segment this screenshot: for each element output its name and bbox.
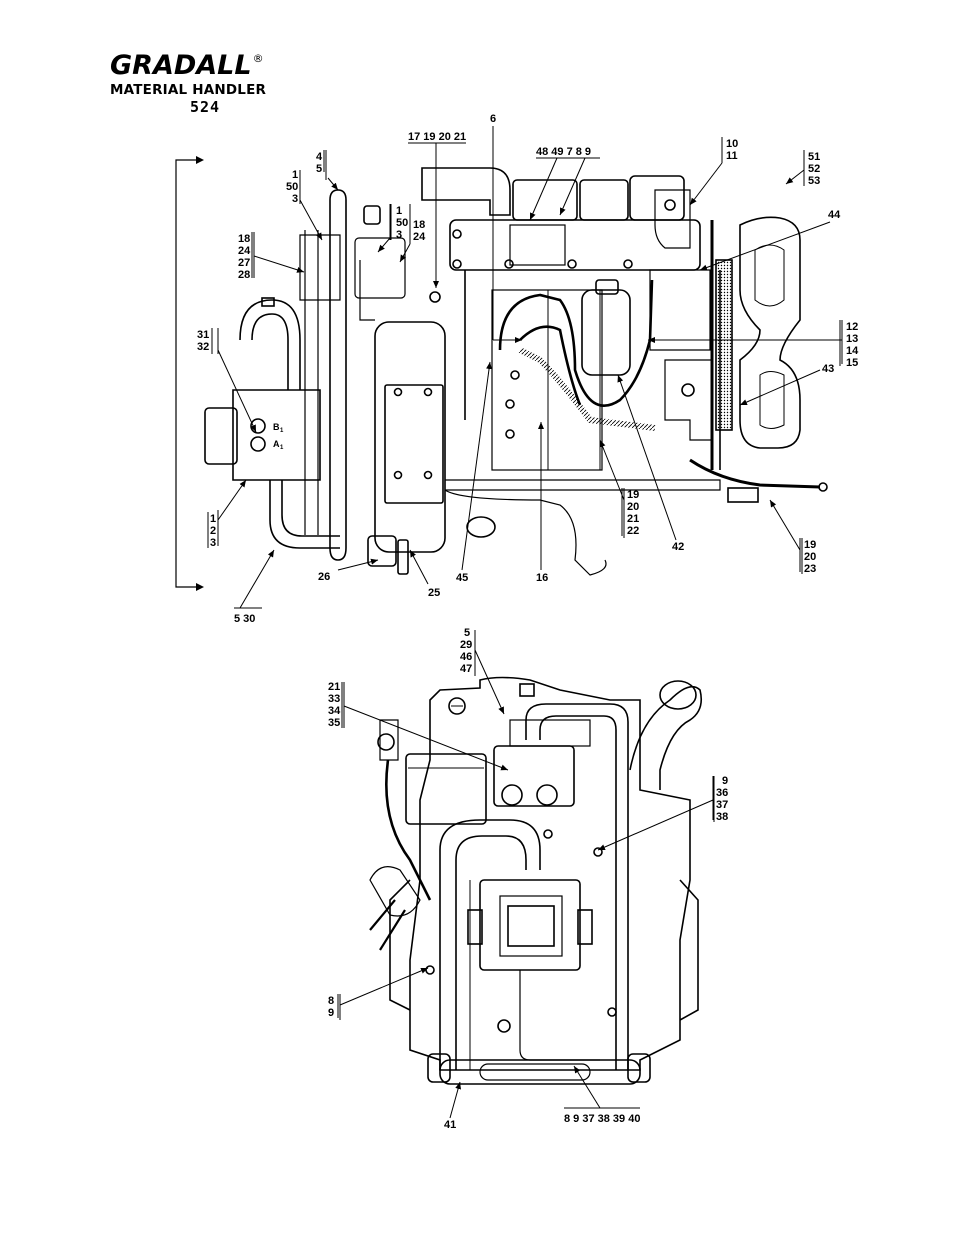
callout-19-22-d: 22 [627,525,639,537]
callout-4-5-b: 5 [316,163,322,175]
callout-9-36-37-38-c: 37 [716,799,728,811]
callout-12-15-a: 12 [846,321,858,333]
callout-18-24-27-28-b: 24 [238,245,251,257]
callout-6: 6 [490,113,496,125]
callout-10-11-b: 11 [726,150,738,162]
callout-1-50-3-right-a: 1 [396,205,402,217]
callout-5-29-46-47-a: 5 [464,627,470,639]
callout-8-9-a: 8 [328,995,334,1007]
callout-26: 26 [318,571,330,583]
callout-31-32-b: 32 [197,341,209,353]
front-view-leaders [340,630,713,1118]
callout-17-19-20-21: 17 19 20 21 [408,131,466,143]
callout-16: 16 [536,572,548,584]
callout-48-49-7-8-9: 48 49 7 8 9 [536,146,591,158]
callout-12-15-c: 14 [846,345,859,357]
callout-8-9-37-38-39-40: 8 9 37 38 39 40 [564,1113,640,1125]
callout-42: 42 [672,541,684,553]
callout-31-32-a: 31 [197,329,209,341]
callout-19-22-a: 19 [627,489,639,501]
port-label-a-sub: 1 [280,445,284,451]
callout-9-36-37-38-b: 36 [716,787,728,799]
callout-45: 45 [456,572,468,584]
side-view [176,156,827,591]
callout-1-2-3-b: 2 [210,525,216,537]
callout-5-29-46-47-c: 46 [460,651,472,663]
callout-9-36-37-38-d: 38 [716,811,728,823]
callout-19-20-23-c: 23 [804,563,816,575]
callout-19-22-b: 20 [627,501,639,513]
callout-43: 43 [822,363,834,375]
callout-12-15-d: 15 [846,357,858,369]
callout-1-50-3-left-b: 50 [286,181,298,193]
callout-4-5-a: 4 [316,151,323,163]
callout-18-24-right-b: 24 [413,231,426,243]
callout-21-33-34-35-c: 34 [328,705,341,717]
callout-18-24-27-28-a: 18 [238,233,250,245]
callout-9-36-37-38-a: 9 [722,775,728,787]
callout-25: 25 [428,587,440,599]
callout-1-2-3-a: 1 [210,513,216,525]
callout-51-52-53-a: 51 [808,151,820,163]
callout-1-50-3-left-c: 3 [292,193,298,205]
port-label-a: A [273,439,280,449]
callout-18-24-27-28-c: 27 [238,257,250,269]
port-label-b: B [273,422,280,432]
callout-21-33-34-35-b: 33 [328,693,340,705]
callout-18-24-27-28-d: 28 [238,269,250,281]
callout-44: 44 [828,209,841,221]
callout-5-30: 5 30 [234,613,255,625]
callout-bars [208,137,840,1018]
callout-51-52-53-c: 53 [808,175,820,187]
callout-51-52-53-b: 52 [808,163,820,175]
callout-21-33-34-35-a: 21 [328,681,340,693]
callout-18-24-right-a: 18 [413,219,425,231]
callout-19-22-c: 21 [627,513,639,525]
callout-5-29-46-47-d: 47 [460,663,472,675]
callout-8-9-b: 9 [328,1007,334,1019]
callout-1-50-3-right-b: 50 [396,217,408,229]
callout-19-20-23-b: 20 [804,551,816,563]
front-view-callout-labels: 5 29 46 47 21 33 34 35 9 36 37 38 8 9 41… [328,627,728,1131]
callout-1-50-3-right-c: 3 [396,229,402,241]
port-label-b-sub: 1 [280,428,284,434]
callout-5-29-46-47-b: 29 [460,639,472,651]
callout-41: 41 [444,1119,456,1131]
callout-10-11-a: 10 [726,138,738,150]
front-view [370,678,701,1085]
callout-1-2-3-c: 3 [210,537,216,549]
callout-21-33-34-35-d: 35 [328,717,340,729]
callout-12-15-b: 13 [846,333,858,345]
callout-19-20-23-a: 19 [804,539,816,551]
callout-1-50-3-left-a: 1 [292,169,298,181]
